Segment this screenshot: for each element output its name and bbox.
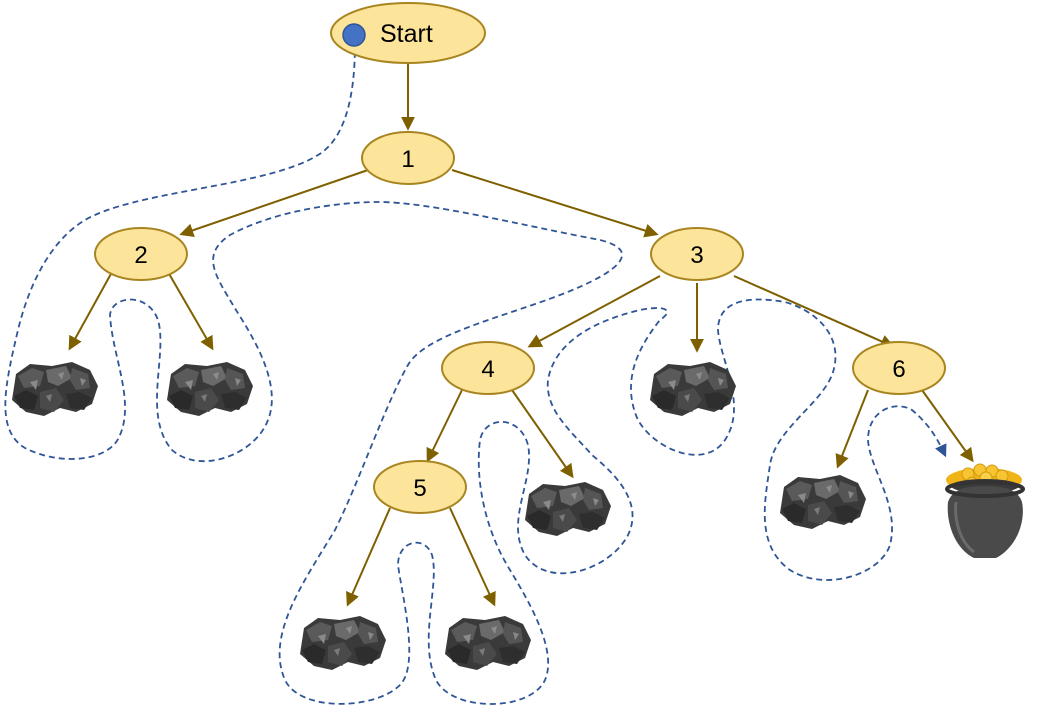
node-3-label: 3 — [690, 242, 703, 269]
node-5[interactable]: 5 — [373, 460, 467, 514]
pot-of-gold-icon — [945, 463, 1025, 558]
edge-3-4 — [527, 275, 661, 348]
edge-1-3 — [451, 169, 659, 238]
node-start-label: Start — [380, 20, 433, 48]
node-1[interactable]: 1 — [361, 131, 455, 185]
node-4[interactable]: 4 — [441, 341, 535, 395]
edge-2-coal-a — [68, 271, 113, 351]
node-2-label: 2 — [134, 242, 147, 269]
coal-icon — [525, 482, 611, 536]
coal-icon — [300, 616, 386, 670]
edge-4-5 — [426, 389, 463, 463]
node-6[interactable]: 6 — [852, 341, 946, 395]
edge-5-coal-a — [346, 507, 391, 607]
node-5-label: 5 — [413, 475, 426, 502]
node-4-label: 4 — [481, 356, 494, 383]
search-path — [4, 41, 947, 705]
node-start[interactable]: Start — [330, 2, 486, 64]
edge-4-coal — [511, 389, 574, 479]
edge-2-coal-b — [167, 271, 214, 351]
node-3[interactable]: 3 — [650, 227, 744, 281]
edge-3-6 — [733, 275, 895, 348]
node-6-label: 6 — [892, 356, 905, 383]
node-2[interactable]: 2 — [94, 227, 188, 281]
edge-5-coal-b — [449, 507, 496, 607]
tree-edges — [68, 64, 974, 607]
edge-6-coal — [835, 389, 869, 469]
coal-icon — [780, 475, 866, 529]
coal-icon — [445, 616, 531, 670]
edge-6-gold — [921, 389, 974, 463]
start-marker-icon — [342, 23, 366, 47]
edge-1-2 — [179, 169, 369, 237]
coal-icon — [650, 362, 736, 416]
coal-icon — [167, 362, 253, 416]
node-1-label: 1 — [401, 146, 414, 173]
coal-icon — [12, 362, 98, 416]
